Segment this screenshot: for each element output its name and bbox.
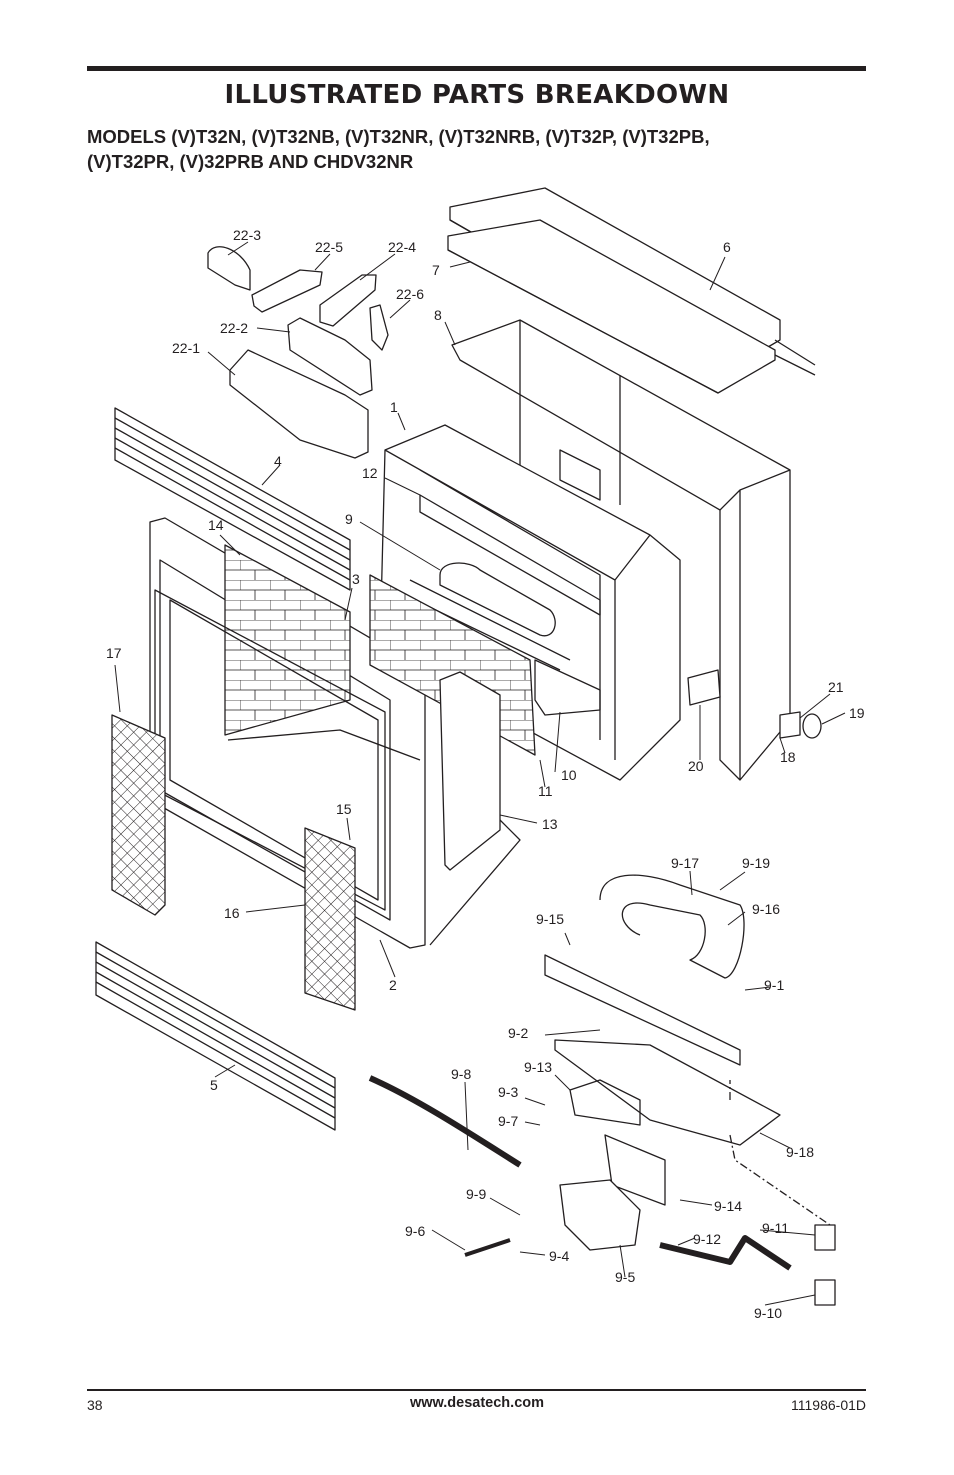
label-9-1: 9-1 [764, 977, 784, 993]
glass-door-3 [154, 589, 386, 911]
pipe-9-12 [659, 1235, 792, 1271]
label-22-5: 22-5 [315, 239, 343, 255]
log-22-6 [369, 304, 389, 351]
label-9-14: 9-14 [714, 1198, 742, 1214]
thermocouple-9-6 [464, 1238, 511, 1257]
label-4: 4 [274, 453, 282, 469]
label-20: 20 [688, 758, 704, 774]
label-11: 11 [538, 783, 553, 799]
brick-liner-14 [224, 544, 351, 736]
label-22-4: 22-4 [388, 239, 416, 255]
side-panel-13 [439, 671, 501, 871]
label-19: 19 [849, 705, 865, 721]
burner-bracket-9-1 [544, 954, 741, 1066]
label-22-3: 22-3 [233, 227, 261, 243]
label-9-19: 9-19 [742, 855, 770, 871]
elbow-9-10 [814, 1279, 836, 1306]
label-9-7: 9-7 [498, 1113, 518, 1129]
page-number: 38 [87, 1397, 103, 1413]
top-rule [87, 66, 866, 71]
label-9-18: 9-18 [786, 1144, 814, 1160]
log-22-2 [287, 317, 373, 396]
log-22-1 [229, 349, 369, 459]
label-9-9: 9-9 [466, 1186, 486, 1202]
label-9-16: 9-16 [752, 901, 780, 917]
models-line-1: MODELS (V)T32N, (V)T32NB, (V)T32NR, (V)T… [87, 126, 710, 147]
document-number: 111986-01D [791, 1397, 866, 1413]
models-heading: MODELS (V)T32N, (V)T32NB, (V)T32NR, (V)T… [87, 124, 877, 174]
label-9-5: 9-5 [615, 1269, 635, 1285]
fitting-9-11 [814, 1224, 836, 1251]
label-5: 5 [210, 1077, 218, 1093]
label-9-6: 9-6 [405, 1223, 425, 1239]
label-18: 18 [780, 749, 796, 765]
label-13: 13 [542, 816, 558, 832]
bottom-rule [87, 1389, 866, 1391]
label-9-13: 9-13 [524, 1059, 552, 1075]
louver-5 [95, 941, 336, 1131]
label-9-17: 9-17 [671, 855, 699, 871]
label-21: 21 [828, 679, 844, 695]
label-7: 7 [432, 262, 440, 278]
label-22-6: 22-6 [396, 286, 424, 302]
label-10: 10 [561, 767, 577, 783]
log-22-3 [207, 246, 251, 291]
label-16: 16 [224, 905, 240, 921]
bracket-9-13 [569, 1079, 641, 1126]
label-9-12: 9-12 [693, 1231, 721, 1247]
log-22-4 [319, 274, 377, 327]
label-9: 9 [345, 511, 353, 527]
label-9-2: 9-2 [508, 1025, 528, 1041]
label-1: 1 [390, 399, 398, 415]
burner-pan-9-18 [554, 1039, 781, 1146]
diagram-artwork [95, 187, 836, 1306]
burner-9 [439, 562, 556, 637]
label-9-11: 9-11 [762, 1220, 789, 1236]
screen-right-15 [304, 827, 356, 1011]
flex-line-9-8 [368, 1075, 522, 1168]
valve-bracket-9-14 [604, 1134, 666, 1206]
label-22-1: 22-1 [172, 340, 200, 356]
label-9-10: 9-10 [754, 1305, 782, 1321]
baffle-10 [534, 659, 601, 716]
label-15: 15 [336, 801, 352, 817]
cover-19 [802, 713, 822, 739]
label-12: 12 [362, 465, 378, 481]
label-9-15: 9-15 [536, 911, 564, 927]
label-6: 6 [723, 239, 731, 255]
label-9-3: 9-3 [498, 1084, 518, 1100]
label-2: 2 [389, 977, 397, 993]
label-9-4: 9-4 [549, 1248, 569, 1264]
screen-left-16 [111, 714, 166, 916]
junction-box-20 [687, 669, 721, 706]
label-9-8: 9-8 [451, 1066, 471, 1082]
switch-21 [779, 711, 801, 739]
part-labels: 22-3 22-5 22-4 22-6 22-2 22-1 6 7 8 1 4 … [106, 227, 865, 1321]
label-8: 8 [434, 307, 442, 323]
label-3: 3 [352, 571, 360, 587]
label-17: 17 [106, 645, 122, 661]
website-link[interactable]: www.desatech.com [409, 1395, 545, 1411]
leader-lines [114, 241, 846, 1306]
label-14: 14 [208, 517, 224, 533]
log-22-5 [251, 269, 323, 313]
burner-tube-9-16 [599, 874, 745, 979]
louver-4 [114, 407, 351, 591]
models-line-2: (V)T32PR, (V)32PRB AND CHDV32NR [87, 151, 414, 172]
page-title: ILLUSTRATED PARTS BREAKDOWN [224, 80, 730, 110]
gas-valve-9-5 [559, 1179, 641, 1251]
label-22-2: 22-2 [220, 320, 248, 336]
